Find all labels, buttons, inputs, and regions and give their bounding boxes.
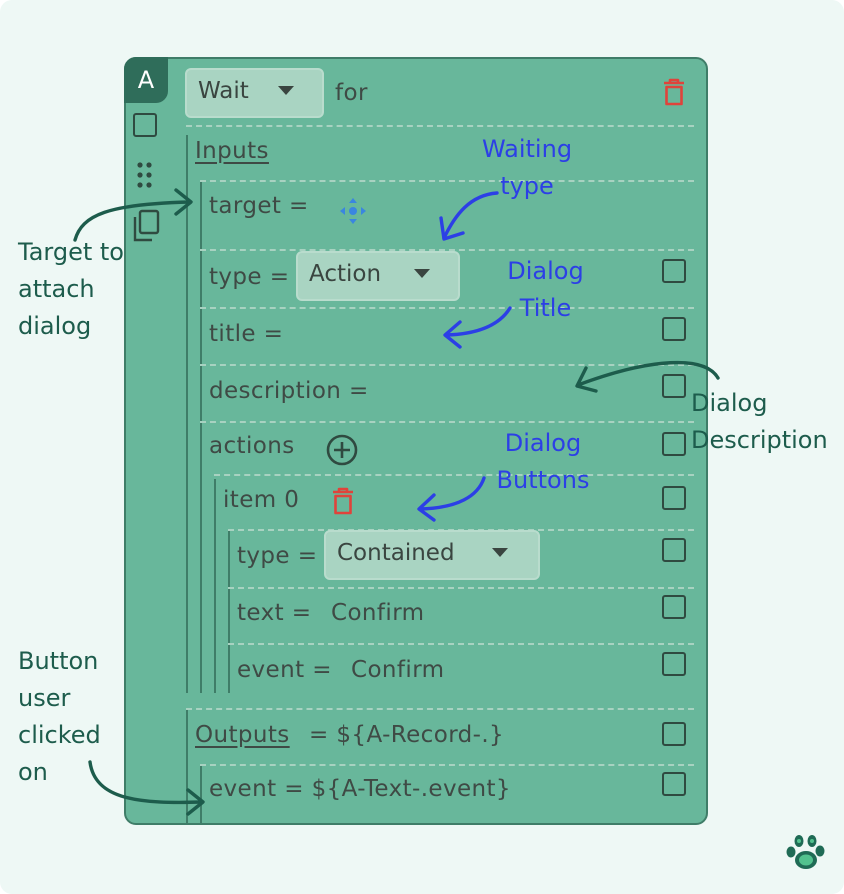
annotation-waiting-type: Waiting type (467, 131, 587, 205)
block-badge: A (124, 57, 168, 103)
item-type-label: type = (237, 543, 318, 569)
item-event-value[interactable]: Confirm (351, 657, 445, 683)
type-label: type = (209, 264, 290, 290)
outputs-checkbox[interactable] (662, 722, 686, 746)
divider (200, 249, 694, 251)
output-event-checkbox[interactable] (662, 772, 686, 796)
item-event-label: event = (237, 657, 332, 683)
type-dropdown[interactable]: Action (296, 251, 460, 301)
annotation-line: user (18, 684, 71, 712)
annotation-line: Dialog (691, 389, 768, 417)
divider (200, 307, 694, 309)
chevron-down-icon (492, 548, 508, 557)
copy-icon[interactable] (131, 209, 161, 243)
item-type-checkbox[interactable] (662, 538, 686, 562)
annotation-line: attach (18, 275, 95, 303)
chevron-down-icon (414, 269, 430, 278)
item-checkbox[interactable] (662, 486, 686, 510)
trash-icon[interactable] (662, 77, 686, 107)
inputs-guide (186, 135, 188, 693)
item-event-checkbox[interactable] (662, 652, 686, 676)
annotation-target-to-attach: Target to attach dialog (18, 234, 124, 345)
divider (200, 364, 694, 366)
actions-guide-1 (200, 180, 202, 693)
divider (200, 764, 694, 766)
item-text-value[interactable]: Confirm (331, 600, 425, 626)
item-label: item 0 (223, 487, 300, 513)
move-arrows-icon[interactable] (338, 196, 368, 226)
collapse-checkbox[interactable] (133, 113, 157, 137)
item-text-checkbox[interactable] (662, 595, 686, 619)
wait-for-block[interactable]: A Wait for (124, 57, 708, 825)
divider (200, 421, 694, 423)
annotation-dialog-description: Dialog Description (691, 385, 828, 459)
annotation-dialog-buttons: Dialog Buttons (478, 425, 608, 499)
type-value: Action (309, 261, 382, 287)
annotation-line: Waiting (481, 135, 573, 163)
inputs-heading: Inputs (195, 138, 269, 164)
item-guide (228, 531, 230, 693)
title-label: title = (209, 321, 284, 347)
actions-guide-2 (214, 479, 216, 693)
item-type-value: Contained (337, 540, 455, 566)
description-label: description = (209, 378, 369, 404)
divider (186, 708, 694, 710)
title-checkbox[interactable] (662, 317, 686, 341)
type-checkbox[interactable] (662, 259, 686, 283)
for-label: for (335, 80, 368, 106)
outputs-value: = ${A-Record-.} (309, 722, 505, 748)
annotation-line: Description (691, 426, 828, 454)
annotation-line: clicked (18, 721, 101, 749)
item-type-dropdown[interactable]: Contained (324, 530, 540, 580)
divider (214, 474, 694, 476)
plus-circle-icon[interactable] (325, 433, 359, 467)
divider (228, 643, 694, 645)
item-text-label: text = (237, 600, 312, 626)
outputs-guide (186, 710, 188, 823)
annotation-dialog-title: Dialog Title (488, 253, 603, 327)
annotation-line: Dialog (504, 429, 582, 457)
drag-dots-icon[interactable] (136, 161, 154, 189)
paw-icon (786, 835, 825, 869)
annotation-line: Target to (18, 238, 124, 266)
outputs-heading: Outputs (195, 722, 290, 748)
annotation-line: Button (18, 647, 99, 675)
target-label: target = (209, 193, 309, 219)
mode-value: Wait (198, 78, 249, 104)
actions-checkbox[interactable] (662, 432, 686, 456)
mode-dropdown[interactable]: Wait (185, 68, 324, 118)
output-event-label: event = ${A-Text-.event} (209, 776, 511, 802)
actions-label: actions (209, 433, 295, 459)
annotation-line: Title (519, 294, 572, 322)
annotation-line: Buttons (496, 466, 590, 494)
chevron-down-icon (278, 86, 294, 95)
output-event-guide (200, 764, 202, 823)
divider (186, 125, 694, 127)
annotation-button-user-clicked: Button user clicked on (18, 643, 101, 791)
description-checkbox[interactable] (662, 374, 686, 398)
annotation-line: type (500, 172, 554, 200)
divider (228, 587, 694, 589)
annotation-line: dialog (18, 312, 92, 340)
annotation-line: on (18, 758, 48, 786)
annotation-line: Dialog (507, 257, 584, 285)
trash-icon[interactable] (332, 486, 354, 516)
divider (200, 180, 694, 182)
